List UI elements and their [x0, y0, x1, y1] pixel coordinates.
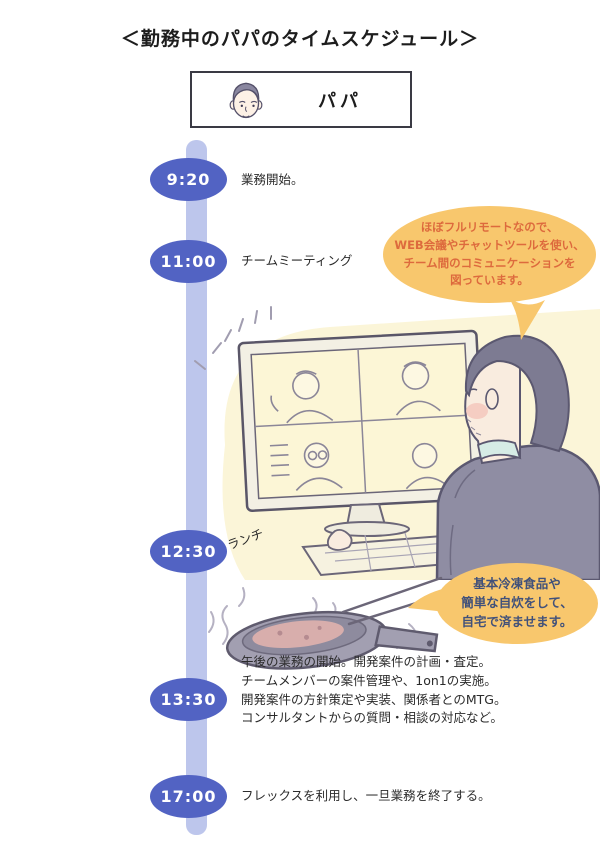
event-label: フレックスを利用し、一旦業務を終了する。 [241, 788, 491, 803]
time-badge: 17:00 [150, 775, 227, 818]
page-title: ＜勤務中のパパのタイムスケジュール＞ [120, 28, 480, 50]
man-profile [435, 334, 600, 580]
time-badge: 9:20 [150, 158, 227, 201]
papa-avatar-icon [229, 82, 263, 118]
speech-bubble-text: ほぼフルリモートなので、 WEB会議やチャットツールを使い、 チーム間のコミュニ… [394, 219, 585, 288]
video-meeting-illustration [194, 306, 600, 580]
speech-bubble-tail [408, 588, 446, 612]
speech-bubble: 基本冷凍食品や 簡単な自炊をして、 自宅で済ませます。 [436, 563, 598, 644]
frying-pan-illustration [208, 576, 445, 670]
pan [225, 610, 439, 670]
hand [326, 528, 353, 551]
sparkle-lines [194, 306, 272, 370]
time-badge: 12:30 [150, 530, 227, 573]
speech-bubble-tail [509, 298, 545, 340]
event-label: チームミーティング [241, 253, 353, 268]
person-card: パパ [190, 71, 412, 128]
collar [476, 439, 522, 461]
time-badge: 11:00 [150, 240, 227, 283]
timeline-bar [186, 140, 207, 835]
monitor [237, 329, 487, 513]
speech-bubble: ほぼフルリモートなので、 WEB会議やチャットツールを使い、 チーム間のコミュニ… [383, 206, 596, 303]
time-badge: 13:30 [150, 678, 227, 721]
event-label: 午後の業務の開始。開発案件の計画・査定。 チームメンバーの案件管理や、1on1の… [241, 654, 507, 726]
speech-bubble-text: 基本冷凍食品や 簡単な自炊をして、 自宅で済ませます。 [461, 576, 573, 629]
person-name: パパ [318, 90, 362, 112]
event-label: 業務開始。 [241, 172, 304, 187]
